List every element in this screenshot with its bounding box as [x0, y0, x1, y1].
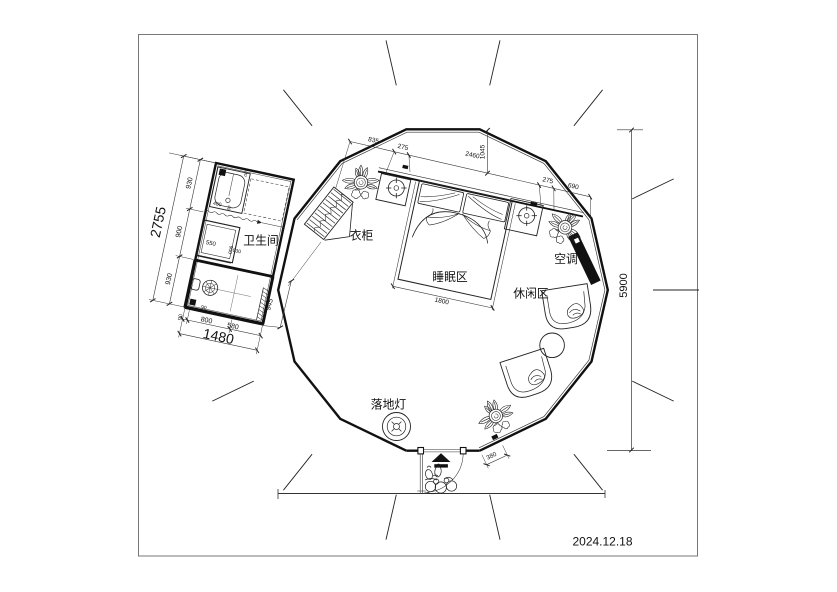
svg-text:睡眠区: 睡眠区: [432, 270, 468, 284]
svg-text:275: 275: [542, 176, 555, 185]
svg-text:卫生间: 卫生间: [243, 233, 278, 247]
svg-text:1480: 1480: [202, 325, 236, 347]
svg-text:落地灯: 落地灯: [371, 398, 407, 412]
svg-text:90: 90: [177, 314, 184, 321]
svg-text:2755: 2755: [147, 205, 169, 239]
svg-text:1800: 1800: [434, 297, 450, 307]
svg-text:2460: 2460: [465, 151, 481, 161]
svg-text:800: 800: [200, 316, 213, 325]
svg-text:945: 945: [265, 298, 275, 311]
svg-text:40: 40: [226, 205, 232, 211]
svg-text:90: 90: [200, 305, 207, 312]
svg-text:休闲区: 休闲区: [513, 286, 549, 300]
svg-text:580: 580: [226, 322, 239, 331]
svg-text:550: 550: [205, 240, 217, 248]
svg-text:900: 900: [226, 245, 234, 255]
svg-text:5900: 5900: [618, 273, 630, 297]
svg-text:275: 275: [397, 143, 410, 152]
svg-text:930: 930: [185, 177, 194, 190]
svg-text:835: 835: [367, 136, 380, 145]
svg-text:2024.12.18: 2024.12.18: [572, 535, 632, 549]
svg-text:400: 400: [213, 201, 223, 209]
svg-text:380: 380: [485, 451, 498, 462]
svg-text:930: 930: [165, 273, 174, 286]
svg-text:1045: 1045: [479, 144, 486, 159]
svg-text:衣柜: 衣柜: [350, 228, 374, 242]
svg-text:100: 100: [243, 169, 250, 178]
svg-text:空调: 空调: [554, 252, 578, 266]
svg-text:690: 690: [567, 182, 580, 191]
svg-text:930: 930: [232, 248, 242, 256]
svg-text:900: 900: [175, 225, 184, 238]
